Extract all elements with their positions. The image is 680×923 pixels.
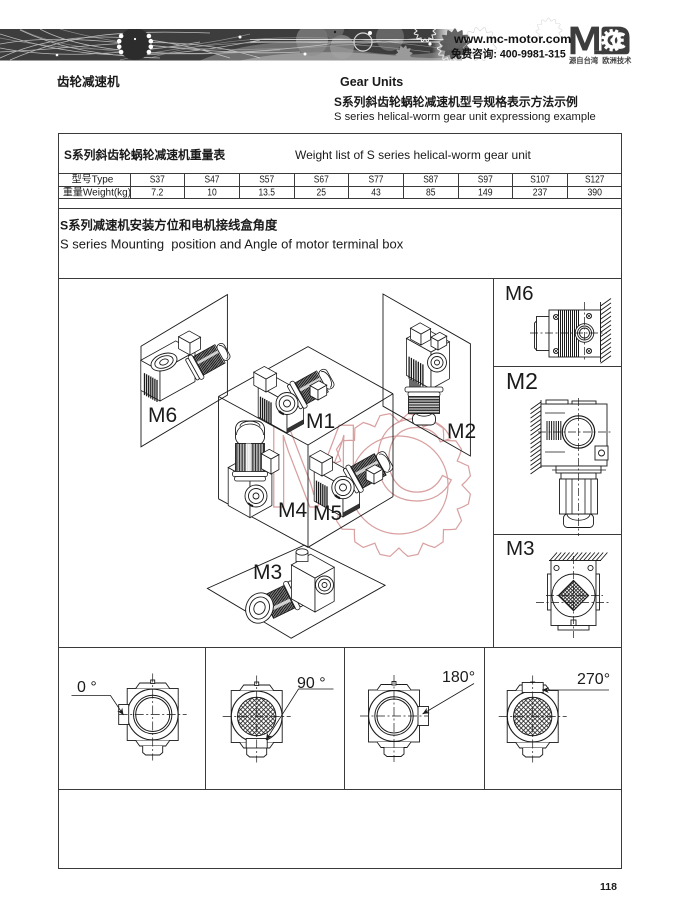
svg-text:源自台湾 欧洲技术: 源自台湾 欧洲技术: [569, 56, 632, 65]
svg-text:0 °: 0 °: [77, 679, 97, 696]
svg-text:S57: S57: [259, 175, 274, 186]
svg-text:S系列斜齿轮蜗轮减速机重量表: S系列斜齿轮蜗轮减速机重量表: [64, 148, 225, 162]
svg-text:M6: M6: [148, 404, 177, 427]
svg-text:S series Mounting position an: S series Mounting position and Angle of …: [60, 237, 404, 252]
svg-text:M5: M5: [313, 502, 342, 525]
svg-text:M6: M6: [505, 282, 533, 305]
svg-text:85: 85: [426, 188, 436, 199]
svg-text:43: 43: [371, 188, 381, 199]
svg-text:S series helical-worm gear uni: S series helical-worm gear unit expressi…: [334, 111, 596, 123]
svg-text:270°: 270°: [577, 671, 610, 688]
svg-text:S系列斜齿轮蜗轮减速机型号规格表示方法示例: S系列斜齿轮蜗轮减速机型号规格表示方法示例: [334, 95, 578, 109]
svg-text:7.2: 7.2: [151, 188, 163, 199]
svg-text:M3: M3: [253, 561, 282, 584]
svg-text:149: 149: [478, 188, 493, 199]
svg-text:Gear Units: Gear Units: [340, 75, 403, 89]
svg-text:M4: M4: [278, 499, 307, 522]
svg-text:390: 390: [587, 188, 602, 199]
svg-text:重量Weight(kg): 重量Weight(kg): [63, 186, 131, 199]
svg-text:M2: M2: [447, 420, 476, 443]
svg-text:型号Type: 型号Type: [72, 173, 114, 186]
svg-text:S107: S107: [530, 175, 550, 186]
svg-text:免费咨询: 400-9981-315: 免费咨询: 400-9981-315: [451, 48, 566, 61]
svg-text:10: 10: [207, 188, 217, 199]
svg-text:M3: M3: [506, 537, 534, 560]
svg-text:S97: S97: [478, 175, 493, 186]
svg-text:Weight list of S series helica: Weight list of S series helical-worm gea…: [295, 148, 532, 162]
svg-text:13.5: 13.5: [258, 188, 275, 199]
svg-text:180°: 180°: [442, 669, 475, 686]
svg-text:25: 25: [317, 188, 327, 199]
svg-text:S77: S77: [369, 175, 384, 186]
svg-text:齿轮减速机: 齿轮减速机: [57, 74, 120, 89]
svg-text:S47: S47: [205, 175, 220, 186]
svg-text:90 °: 90 °: [297, 675, 326, 692]
svg-text:S67: S67: [314, 175, 329, 186]
svg-text:S127: S127: [585, 175, 605, 186]
svg-text:M2: M2: [506, 368, 538, 394]
svg-text:S87: S87: [423, 175, 438, 186]
svg-text:S37: S37: [150, 175, 165, 186]
svg-text:www.mc-motor.com: www.mc-motor.com: [453, 32, 571, 46]
svg-text:118: 118: [600, 881, 617, 893]
svg-text:237: 237: [533, 188, 548, 199]
svg-text:M1: M1: [306, 410, 335, 433]
svg-text:S系列减速机安装方位和电机接线盒角度: S系列减速机安装方位和电机接线盒角度: [60, 218, 278, 233]
